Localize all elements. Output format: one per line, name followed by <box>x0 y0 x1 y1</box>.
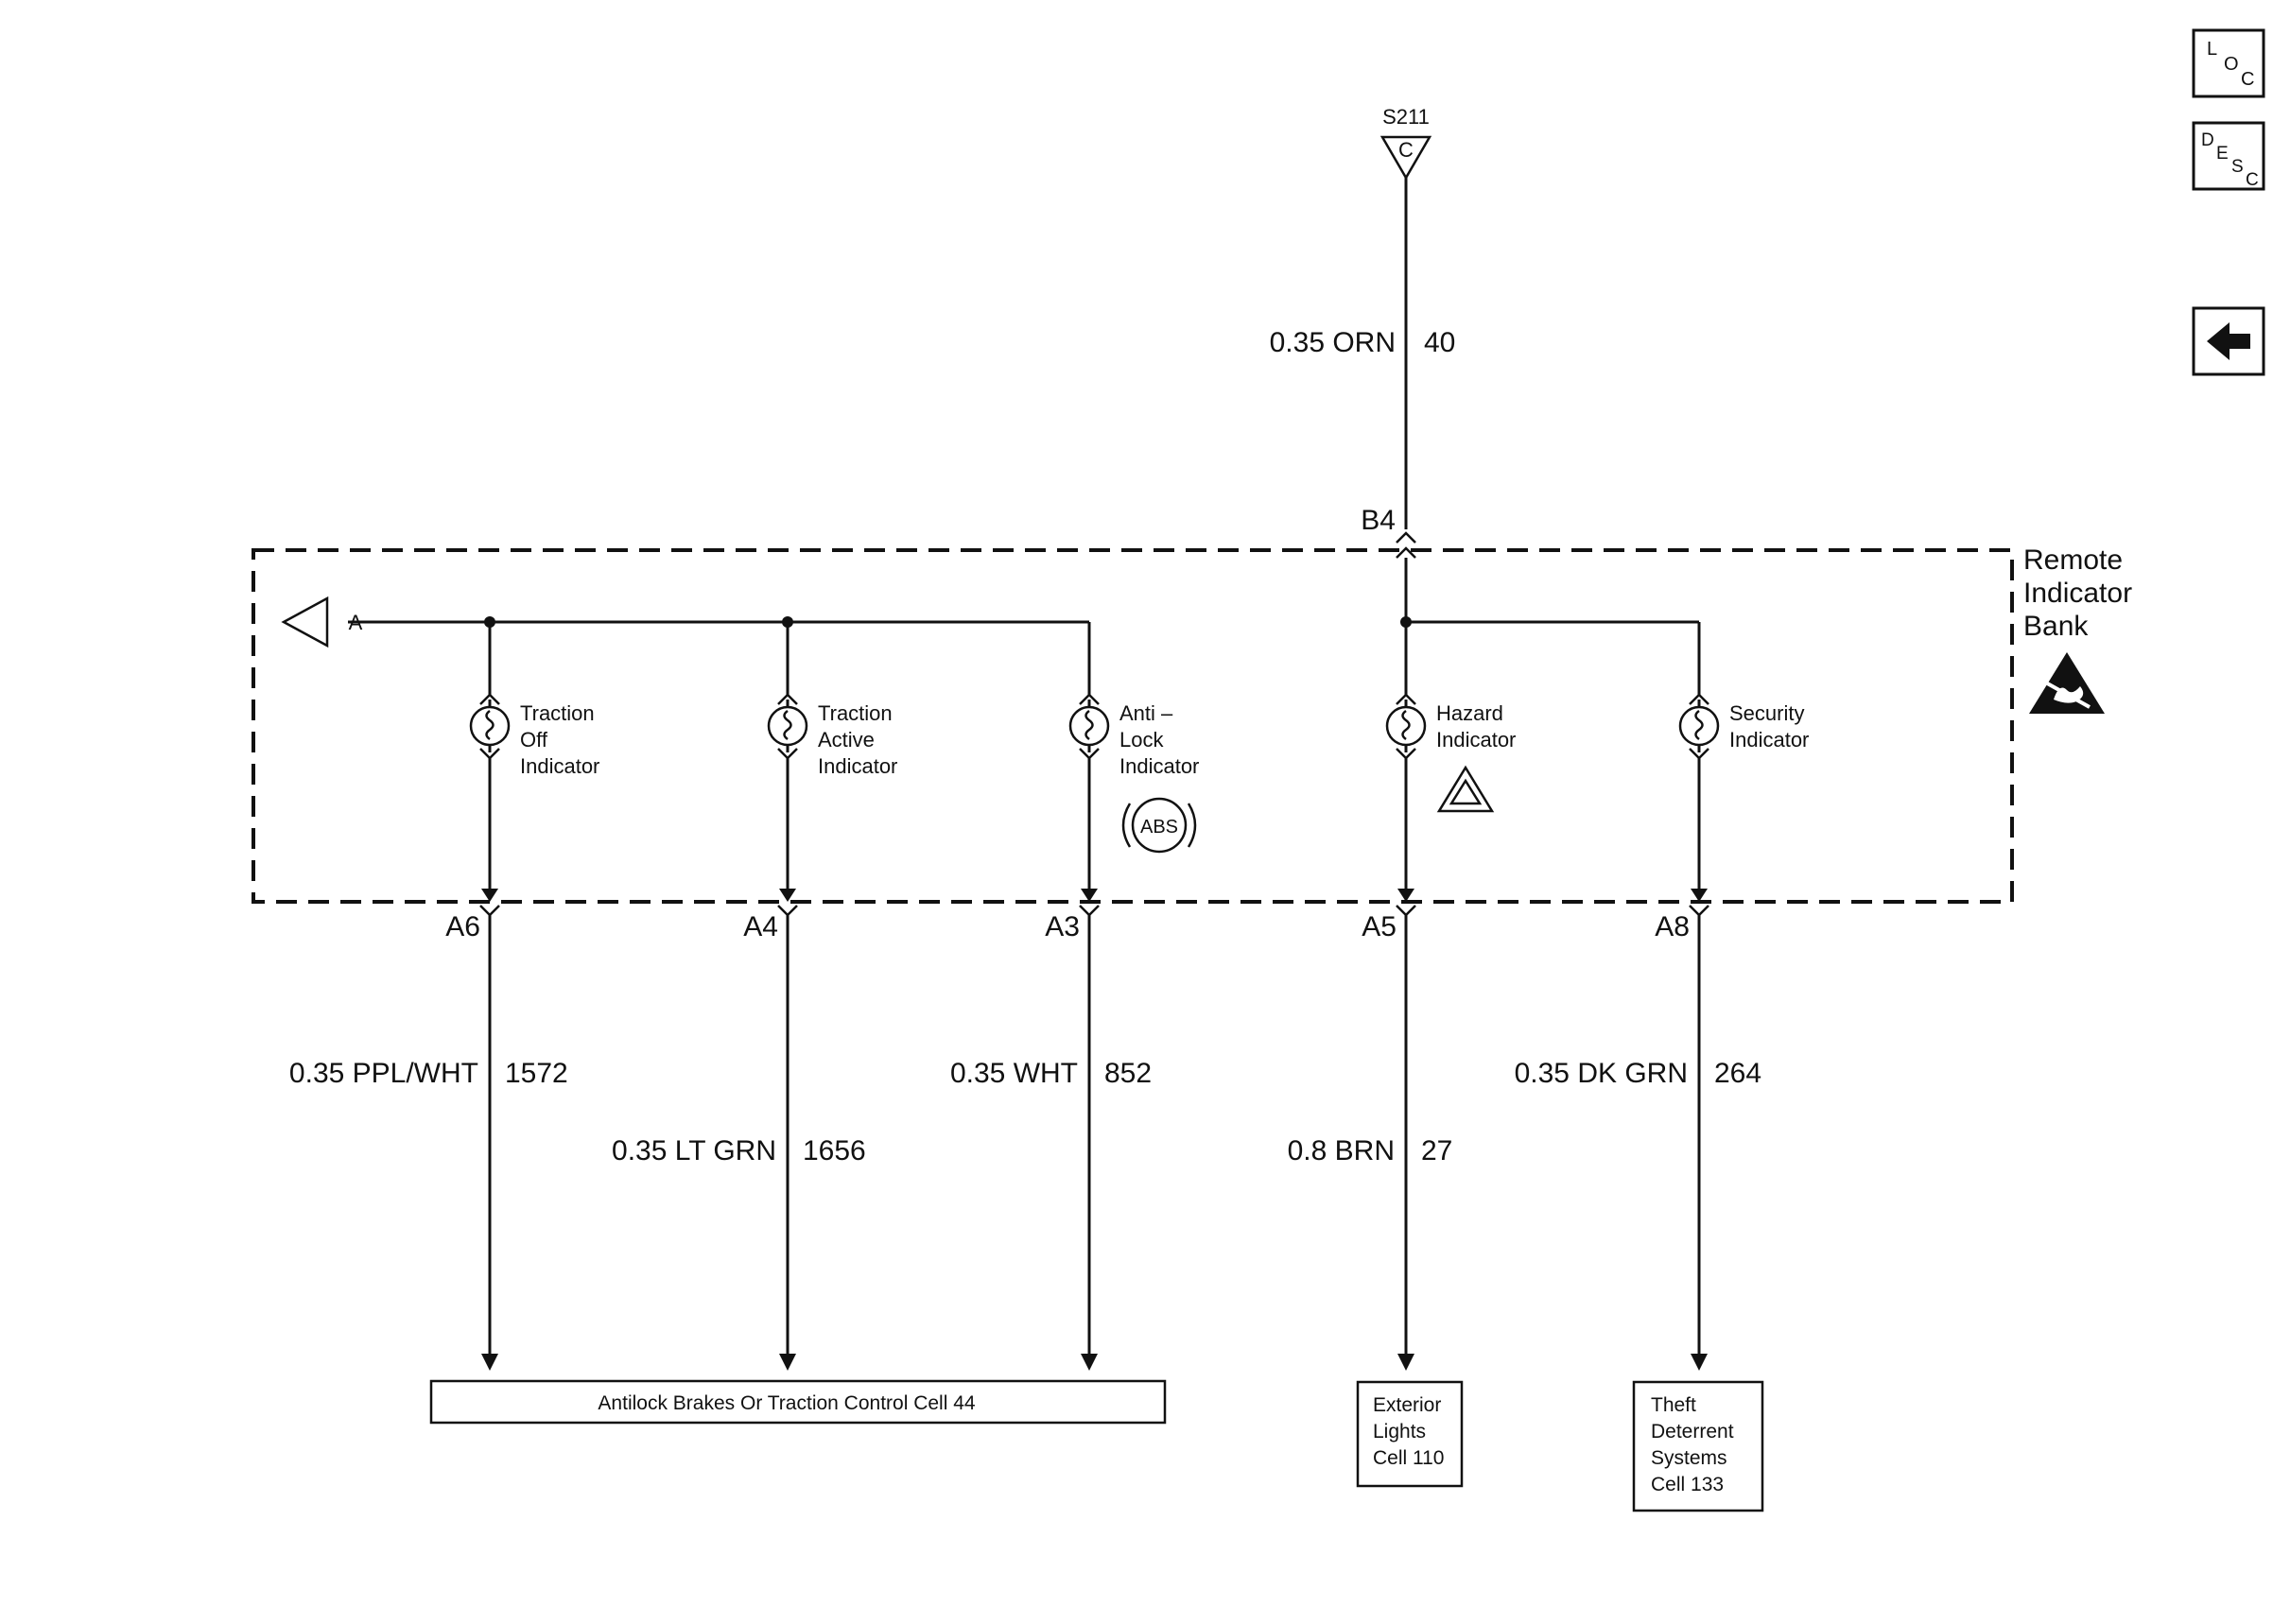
pin-a5: A5 <box>1362 911 1397 942</box>
desc-letter-4: C <box>2246 170 2259 190</box>
bus-junction <box>1400 616 1412 628</box>
feed-wire-gauge: 0.35 ORN <box>1270 327 1396 358</box>
desc-letter-2: E <box>2216 144 2229 164</box>
indicator-label-line: Traction <box>818 701 893 725</box>
wire-gauge-color: 0.35 DK GRN <box>1515 1058 1688 1089</box>
loc-letter-2: O <box>2224 54 2239 75</box>
wire-gauge-color: 0.8 BRN <box>1288 1135 1395 1166</box>
esd-sensitive-icon <box>2029 652 2105 714</box>
destination-exterior-line-2: Lights <box>1373 1421 1426 1443</box>
indicator-label-line: Indicator <box>520 754 599 778</box>
destination-theft-line-2: Deterrent <box>1651 1421 1734 1443</box>
splice-letter: C <box>1398 138 1414 162</box>
desc-letter-3: S <box>2231 157 2244 177</box>
module-name: Remote Indicator Bank <box>2023 544 2132 642</box>
indicator-label-line: Indicator <box>818 754 897 778</box>
indicator-label-line: Security <box>1729 701 1804 725</box>
pin-b4-connector <box>1396 531 1416 544</box>
remote-indicator-bank-boundary <box>252 548 2014 904</box>
loc-letter-1: L <box>2207 39 2217 60</box>
indicator-label-line: Anti – <box>1119 701 1173 725</box>
destination-abs-label: Antilock Brakes Or Traction Control Cell… <box>598 1392 975 1414</box>
desc-button[interactable]: D E S C <box>2192 121 2265 191</box>
destination-theft-line-4: Cell 133 <box>1651 1474 1724 1495</box>
splice-triangle <box>1379 135 1432 181</box>
desc-letter-1: D <box>2201 130 2214 150</box>
indicator-label-line: Lock <box>1119 728 1164 752</box>
ground-reference-letter: A <box>349 611 363 634</box>
destination-exterior-line-1: Exterior <box>1373 1394 1441 1416</box>
destination-exterior-line-3: Cell 110 <box>1373 1447 1445 1469</box>
indicator-bulb-icon <box>469 705 511 747</box>
indicator-label-line: Indicator <box>1436 728 1516 752</box>
indicator-label-line: Indicator <box>1729 728 1809 752</box>
indicator-bulb-icon <box>1678 705 1720 747</box>
wire-circuit-number: 27 <box>1421 1135 1452 1166</box>
wire-gauge-color: 0.35 PPL/WHT <box>289 1058 478 1089</box>
ground-reference-a: A <box>281 596 363 648</box>
indicator-bulb-icon <box>767 705 808 747</box>
wire-circuit-number: 264 <box>1714 1058 1761 1089</box>
pin-b4-connector-lower <box>1396 546 1416 559</box>
loc-button[interactable]: L O C <box>2192 28 2265 98</box>
indicator-bulb-icon <box>1068 705 1110 747</box>
wire-circuit-number: 1572 <box>505 1058 568 1089</box>
wire-gauge-color: 0.35 LT GRN <box>612 1135 776 1166</box>
indicator-label-line: Hazard <box>1436 701 1503 725</box>
abs-text: ABS <box>1140 817 1178 838</box>
module-name-line-3: Bank <box>2023 611 2089 642</box>
pin-a3: A3 <box>1045 911 1080 942</box>
indicator-label-line: Traction <box>520 701 595 725</box>
destination-theft-line-1: Theft <box>1651 1394 1696 1416</box>
wire-circuit-number: 1656 <box>803 1135 866 1166</box>
module-name-line-1: Remote <box>2023 544 2123 576</box>
pin-a8: A8 <box>1655 911 1690 942</box>
indicator-label-line: Active <box>818 728 875 752</box>
pin-a6: A6 <box>445 911 480 942</box>
indicator-label-line: Indicator <box>1119 754 1199 778</box>
module-name-line-2: Indicator <box>2023 578 2132 609</box>
loc-letter-3: C <box>2241 69 2254 90</box>
indicator-label-line: Off <box>520 728 548 752</box>
destination-theft-line-3: Systems <box>1651 1447 1727 1469</box>
left-arrow-icon <box>2207 322 2250 360</box>
splice-name: S211 <box>1382 105 1430 129</box>
splice-s211: S211 C <box>1379 105 1432 181</box>
pin-a4: A4 <box>743 911 778 942</box>
abs-symbol: ABS <box>1121 797 1197 854</box>
back-button[interactable] <box>2192 306 2265 376</box>
destination-abs: Antilock Brakes Or Traction Control Cell… <box>429 1379 1167 1425</box>
destination-theft-deterrent: Theft Deterrent Systems Cell 133 <box>1632 1380 1764 1512</box>
wire-gauge-color: 0.35 WHT <box>950 1058 1078 1089</box>
pin-b4: B4 <box>1361 505 1396 536</box>
destination-exterior-lights: Exterior Lights Cell 110 <box>1356 1380 1464 1488</box>
wire-circuit-number: 852 <box>1104 1058 1152 1089</box>
hazard-triangle-icon <box>1436 765 1495 813</box>
indicator-bulb-icon <box>1385 705 1427 747</box>
feed-wire-circuit: 40 <box>1424 327 1455 358</box>
